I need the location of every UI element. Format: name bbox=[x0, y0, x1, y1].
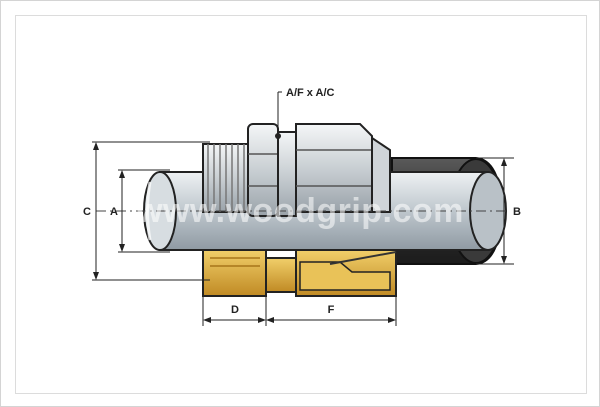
coupling-body bbox=[277, 123, 391, 217]
label-f: F bbox=[328, 304, 335, 316]
watermark: www.woodgrip.com bbox=[135, 192, 464, 230]
label-a: A bbox=[110, 206, 118, 218]
dimension-c: C bbox=[83, 141, 210, 281]
label-b: B bbox=[513, 206, 521, 218]
entry-thread bbox=[202, 143, 249, 213]
dimension-f: F bbox=[266, 296, 397, 326]
dimension-d: D bbox=[202, 296, 267, 326]
af-ac-callout: A/F x A/C bbox=[275, 87, 335, 139]
dimension-a: A bbox=[110, 169, 170, 253]
dimension-b: B bbox=[476, 157, 521, 265]
label-af-ac: A/F x A/C bbox=[286, 87, 335, 99]
brass-cutaway bbox=[202, 249, 397, 297]
label-c: C bbox=[83, 206, 91, 218]
label-d: D bbox=[231, 304, 239, 316]
